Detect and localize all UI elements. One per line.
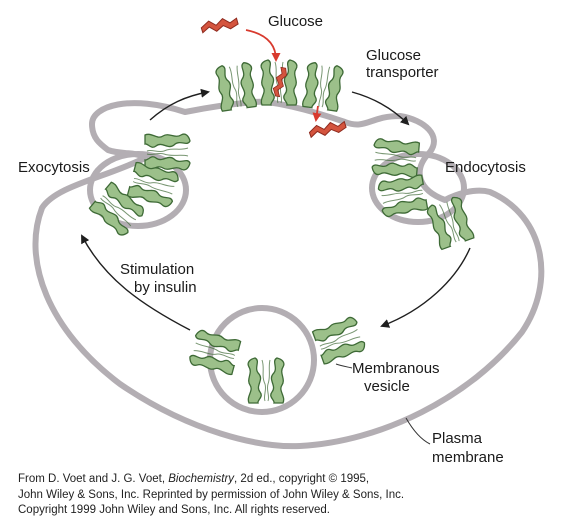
credit-line-1-before: From D. Voet and J. G. Voet, [18, 473, 169, 485]
figure-credit: From D. Voet and J. G. Voet, Biochemistr… [18, 472, 568, 519]
transporter-endocytosis-3 [424, 194, 476, 251]
endocytosis-to-vesicle-arrow [380, 247, 471, 328]
plasma-membrane-label-line2: membrane [432, 449, 504, 466]
credit-line-1-after: , 2d ed., copyright © 1995, [234, 473, 370, 485]
glucose-label: Glucose [268, 13, 323, 30]
transporter-endocytosis-2 [376, 173, 429, 219]
glucose-molecule-outside [200, 16, 240, 34]
credit-line-2: John Wiley & Sons, Inc. Reprinted by per… [18, 488, 405, 501]
plasma-membrane-cell [32, 98, 545, 450]
credit-line-1: From D. Voet and J. G. Voet, Biochemistr… [18, 472, 568, 488]
membrane-to-endocytosis-arrow [351, 91, 410, 126]
endocytosis-label: Endocytosis [445, 159, 526, 176]
credit-line-3: Copyright 1999 John Wiley and Sons, Inc.… [18, 504, 330, 516]
exocytosis-label: Exocytosis [18, 159, 90, 176]
vesicle-label-line1: Membranous [352, 360, 440, 377]
insulin-stimulation-arrow [81, 234, 191, 331]
vesicle-leader-line [335, 363, 353, 369]
glucose-transporter-label-line2: transporter [366, 64, 439, 81]
plasma-membrane-label-line1: Plasma [432, 430, 483, 447]
transporter-top-right [301, 61, 345, 112]
credit-book-title: Biochemistry [168, 473, 235, 485]
exocytosis-vesicle [87, 151, 189, 229]
plasma-membrane-leader-line [405, 417, 431, 445]
endocytosis-vesicle [369, 151, 467, 225]
exocytosis-to-membrane-arrow [149, 88, 210, 121]
transporter-vesicle-right [311, 314, 368, 366]
vesicle-label-line2: vesicle [364, 378, 410, 395]
stimulation-label-line2: by insulin [134, 279, 197, 296]
transporter-vesicle-left [187, 328, 242, 376]
glucose-transporter-label-line1: Glucose [366, 47, 421, 64]
transporter-exocytosis-1 [144, 133, 191, 171]
glucose-exit-arrow [312, 105, 322, 122]
stimulation-label-line1: Stimulation [120, 261, 194, 278]
transporter-vesicle-bottom [247, 357, 285, 404]
glucose-entry-arrow [245, 29, 281, 62]
